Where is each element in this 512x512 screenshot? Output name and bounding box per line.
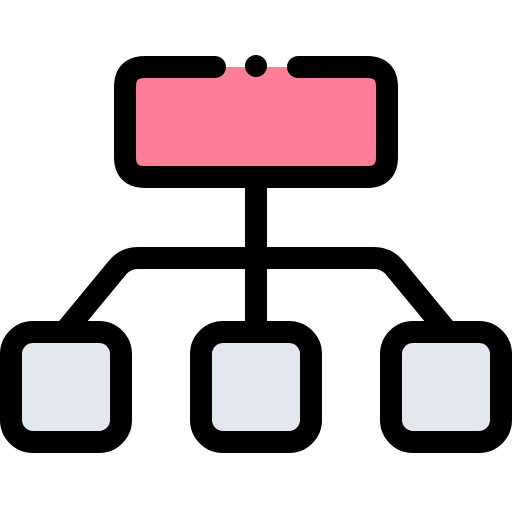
child-node-right <box>380 321 512 453</box>
parent-node-fill <box>125 67 387 177</box>
connector-lines <box>55 171 457 341</box>
horizontal-branch-line <box>55 247 457 341</box>
child-node-center <box>190 321 322 453</box>
parent-node-outline <box>114 56 398 188</box>
parent-node <box>114 55 398 188</box>
child-nodes <box>0 321 512 453</box>
child-node-left <box>0 321 132 453</box>
parent-node-dot <box>245 55 267 77</box>
